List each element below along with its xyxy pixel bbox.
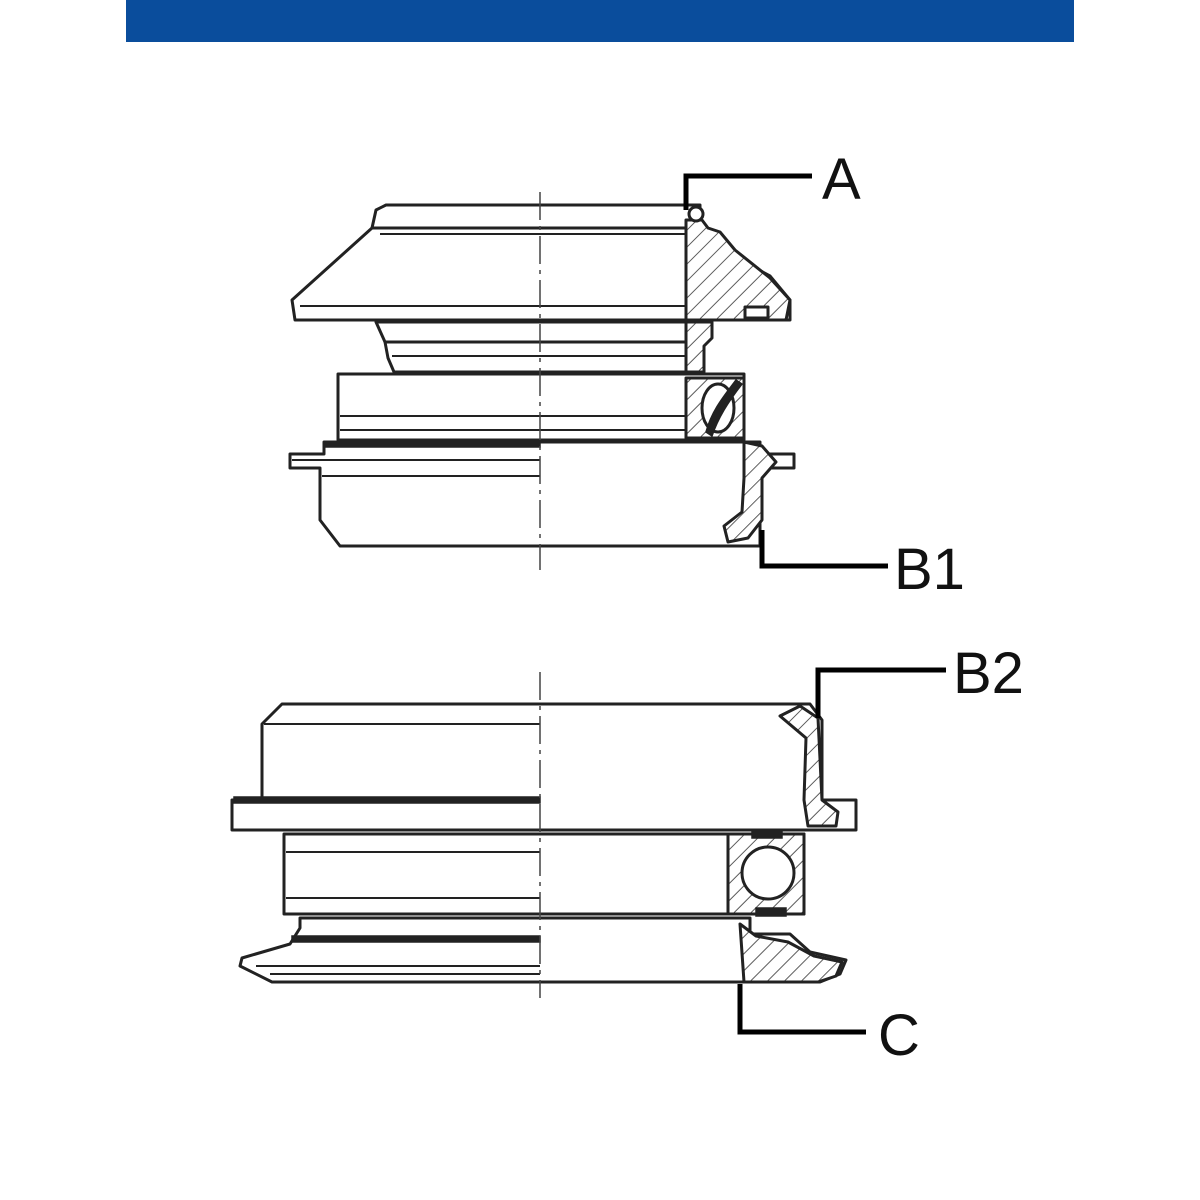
- upper-assembly: [288, 203, 796, 548]
- leader-b1: [759, 530, 888, 569]
- leader-b2: [815, 667, 946, 718]
- lower-assembly: [230, 702, 858, 984]
- lower-cup-b2: [230, 702, 858, 832]
- compression-ring: [374, 320, 714, 374]
- leader-a: [683, 173, 812, 210]
- leader-c: [737, 984, 866, 1035]
- crown-race-c: [238, 916, 848, 984]
- header-band: [126, 0, 1074, 42]
- upper-cup-b1: [288, 440, 796, 548]
- upper-bearing: [336, 372, 746, 442]
- callout-b1-label: B1: [894, 537, 965, 602]
- callout-b2-label: B2: [953, 641, 1024, 706]
- callout-a-label: A: [822, 147, 861, 212]
- top-cap-section: [684, 218, 792, 322]
- callout-c-label: C: [878, 1003, 920, 1068]
- cap-notch: [743, 305, 770, 320]
- seal-ring-a: [687, 205, 705, 223]
- lower-bearing: [282, 831, 806, 917]
